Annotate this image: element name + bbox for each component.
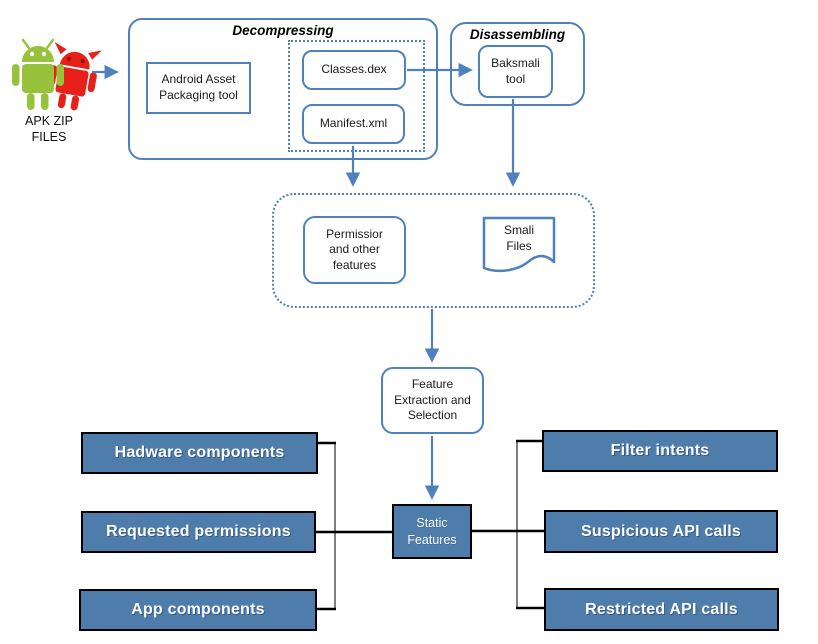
static-features-box: Static Features <box>392 504 472 559</box>
feature-box-suspicious-api-calls: Suspicious API calls <box>544 510 778 553</box>
restricted-api-calls-label: Restricted API calls <box>585 600 738 618</box>
manifest-xml-label: Manifest.xml <box>319 116 388 131</box>
feature-box-app-components: App components <box>79 589 317 631</box>
feature-box-hardware-components: Hadware components <box>81 432 318 474</box>
aapt-box: Android Asset Packaging tool <box>146 62 251 114</box>
app-components-label: App components <box>131 601 265 618</box>
baksmali-tool-box: Baksmali tool <box>478 45 553 98</box>
feature-extraction-box: Feature Extraction and Selection <box>381 367 484 434</box>
aapt-label: Android Asset Packaging tool <box>159 72 238 102</box>
hardware-components-label: Hadware components <box>114 444 285 461</box>
smali-files-document-shape <box>482 216 556 273</box>
disassembling-title: Disassembling <box>469 27 566 42</box>
permissions-features-box: Permissior and other features <box>303 216 406 284</box>
feature-box-restricted-api-calls: Restricted API calls <box>544 588 779 631</box>
feature-box-filter-intents: Filter intents <box>542 430 778 472</box>
filter-intents-label: Filter intents <box>610 442 710 459</box>
classes-dex-label: Classes.dex <box>321 62 387 77</box>
apk-zip-files-label: APK ZIP FILES <box>6 114 92 145</box>
feature-box-requested-permissions: Requested permissions <box>81 511 316 553</box>
apk-label-line1: APK ZIP <box>25 114 73 128</box>
baksmali-tool-label: Baksmali tool <box>491 55 540 86</box>
requested-permissions-label: Requested permissions <box>106 523 291 540</box>
decompressing-title: Decompressing <box>232 23 334 38</box>
apk-label-line2: FILES <box>31 129 67 144</box>
static-features-label: Static Features <box>407 515 457 547</box>
green-android-icon <box>12 38 64 110</box>
smali-files-label: Smali Files <box>494 221 544 257</box>
suspicious-api-calls-label: Suspicious API calls <box>581 522 741 540</box>
classes-dex-box: Classes.dex <box>302 50 406 90</box>
android-apk-icon <box>12 38 102 111</box>
smali-files-text: Smali Files <box>503 223 534 253</box>
manifest-xml-box: Manifest.xml <box>302 104 405 144</box>
feature-extraction-label: Feature Extraction and Selection <box>394 377 471 423</box>
permissions-features-label: Permissior and other features <box>326 226 383 272</box>
